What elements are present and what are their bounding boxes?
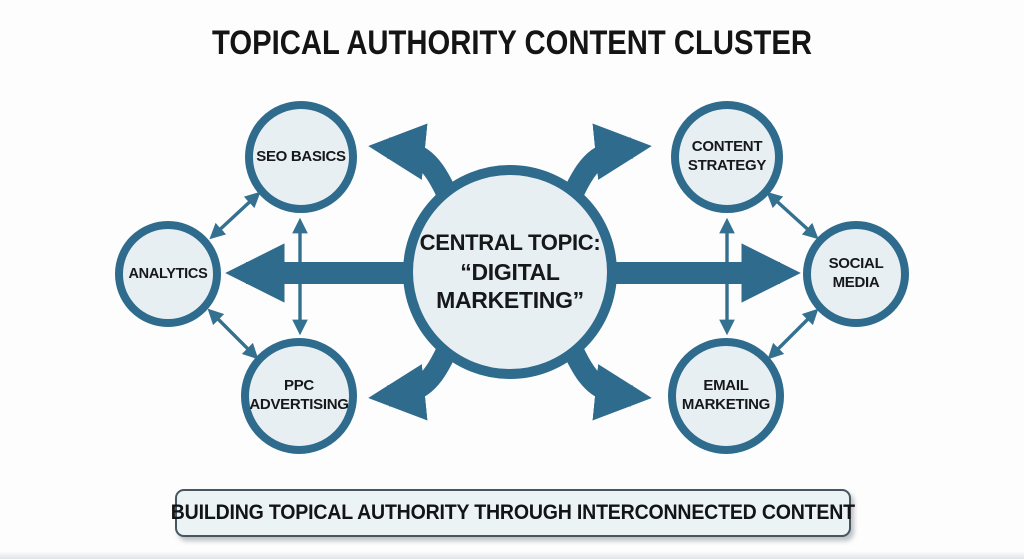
node-social-media: SOCIAL MEDIA xyxy=(803,221,909,327)
node-analytics: ANALYTICS xyxy=(115,221,221,327)
node-label-email-marketing: EMAIL MARKETING xyxy=(681,377,771,413)
banner: BUILDING TOPICAL AUTHORITY THROUGH INTER… xyxy=(171,489,855,537)
link-arrow-social-media-email-marketing xyxy=(767,308,819,360)
node-ppc-advertising: PPC ADVERTISING xyxy=(241,338,357,454)
node-label-analytics: ANALYTICS xyxy=(128,265,208,282)
hub-arrow-content-strategy xyxy=(564,123,652,197)
hub-arrow-email-marketing xyxy=(564,347,652,421)
node-label-ppc-advertising: PPC ADVERTISING xyxy=(249,377,349,413)
node-seo-basics: SEO BASICS xyxy=(245,101,357,213)
node-email-marketing: EMAIL MARKETING xyxy=(668,338,784,454)
node-label-social-media: SOCIAL MEDIA xyxy=(828,255,884,291)
link-arrow-analytics-ppc-advertising xyxy=(207,308,259,360)
node-content-strategy: CONTENT STRATEGY xyxy=(671,101,783,213)
central-topic-name: “DIGITAL MARKETING” xyxy=(436,258,584,314)
hub-arrow-ppc-advertising xyxy=(368,347,456,421)
node-label-content-strategy: CONTENT STRATEGY xyxy=(687,138,767,174)
link-arrow-analytics-seo-basics xyxy=(209,191,261,240)
banner-text: BUILDING TOPICAL AUTHORITY THROUGH INTER… xyxy=(170,501,856,524)
central-topic-heading: CENTRAL TOPIC: xyxy=(419,229,601,255)
link-arrow-content-strategy-social-media xyxy=(766,191,819,240)
node-label-seo-basics: SEO BASICS xyxy=(256,147,346,165)
hub-arrow-seo-basics xyxy=(368,123,456,197)
node-central-topic: CENTRAL TOPIC: “DIGITAL MARKETING” xyxy=(403,165,617,379)
bottom-edge-strip xyxy=(0,551,1024,559)
page-title: TOPICAL AUTHORITY CONTENT CLUSTER xyxy=(212,24,812,62)
